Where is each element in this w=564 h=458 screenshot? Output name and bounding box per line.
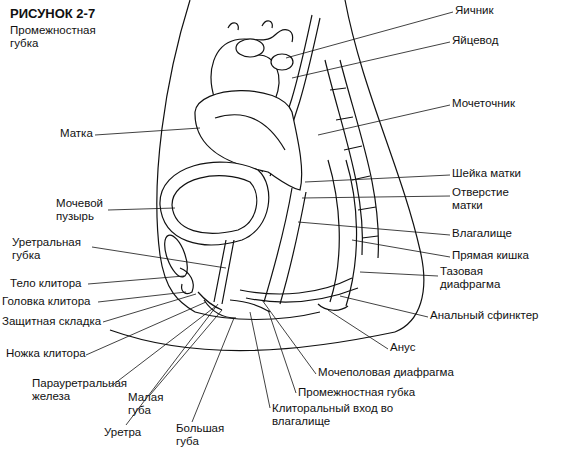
leader-line: [268, 310, 296, 393]
part-label: Яичник: [455, 4, 555, 17]
part-label: Прямая кишка: [452, 249, 552, 262]
figure-title: РИСУНОК 2-7: [10, 6, 95, 21]
leader-line: [192, 318, 234, 422]
leader-line: [103, 294, 196, 322]
part-label: Клиторальный вход во влагалище: [272, 402, 397, 428]
part-label: Матка: [60, 127, 120, 140]
leader-line: [86, 302, 206, 355]
leader-line: [305, 175, 450, 182]
leader-line: [126, 304, 218, 425]
anus: [318, 304, 348, 310]
part-label: Парауретральная железа: [32, 377, 142, 403]
part-label: Защитная складка: [2, 315, 112, 328]
part-label: Влагалище: [452, 227, 552, 240]
part-label: Тело клитора: [10, 277, 110, 290]
leader-line: [298, 222, 450, 235]
part-label: Яйцевод: [452, 34, 552, 47]
thigh-contour: [110, 330, 395, 351]
part-label: Уретра: [104, 426, 164, 439]
part-label: Анальный сфинктер: [430, 309, 560, 322]
leader-line: [110, 306, 216, 387]
rectum: [328, 160, 357, 306]
leader-line: [108, 208, 175, 210]
leader-line: [318, 105, 450, 135]
leader-line: [250, 312, 270, 408]
leader-line: [360, 272, 438, 276]
part-label: Мочевой пузырь: [56, 197, 116, 223]
leader-line: [302, 196, 450, 198]
part-label: Промежностная губка: [10, 24, 110, 50]
part-label: Ножка клитора: [6, 347, 106, 360]
leader-line: [88, 276, 184, 284]
part-label: Головка клитора: [2, 295, 112, 308]
leader-line: [352, 240, 450, 257]
leader-line: [262, 300, 316, 374]
leader-line: [95, 128, 200, 135]
leader-line: [92, 247, 226, 268]
leader-line: [328, 310, 388, 349]
leader-line: [150, 310, 222, 395]
fallopian-tube: [211, 30, 292, 100]
abdominal-wall: [157, 0, 195, 312]
part-label: Промежностная губка: [298, 386, 458, 399]
part-label: Уретральная губка: [12, 236, 97, 262]
vagina: [264, 188, 306, 304]
bladder-wall: [172, 176, 257, 234]
bladder: [160, 162, 269, 245]
leader-line: [286, 12, 453, 58]
part-label: Шейка матки: [452, 167, 552, 180]
leader-line: [340, 296, 428, 317]
part-label: Мочеполовая диафрагма: [318, 366, 478, 379]
uterine-cavity: [215, 115, 285, 150]
ovary: [271, 54, 293, 70]
part-label: Большая губа: [176, 422, 231, 448]
leader-line: [98, 292, 186, 302]
leader-lines: [86, 12, 453, 425]
pelvic-floor: [240, 278, 358, 302]
perineal-sponge: [230, 300, 270, 312]
part-label: Отверстие матки: [452, 186, 524, 212]
fimbriae: [228, 21, 272, 30]
back-contour: [345, 0, 424, 332]
part-label: Малая губа: [128, 391, 170, 417]
clitoris: [180, 268, 193, 294]
part-label: Тазовая диафрагма: [440, 265, 520, 291]
leader-line: [292, 42, 450, 78]
ovary: [236, 39, 264, 57]
urethra: [214, 240, 234, 304]
perineum-contour: [195, 312, 320, 320]
part-label: Мочеточник: [452, 97, 552, 110]
part-label: Анус: [390, 341, 450, 354]
vertebra-lines: [330, 88, 378, 238]
